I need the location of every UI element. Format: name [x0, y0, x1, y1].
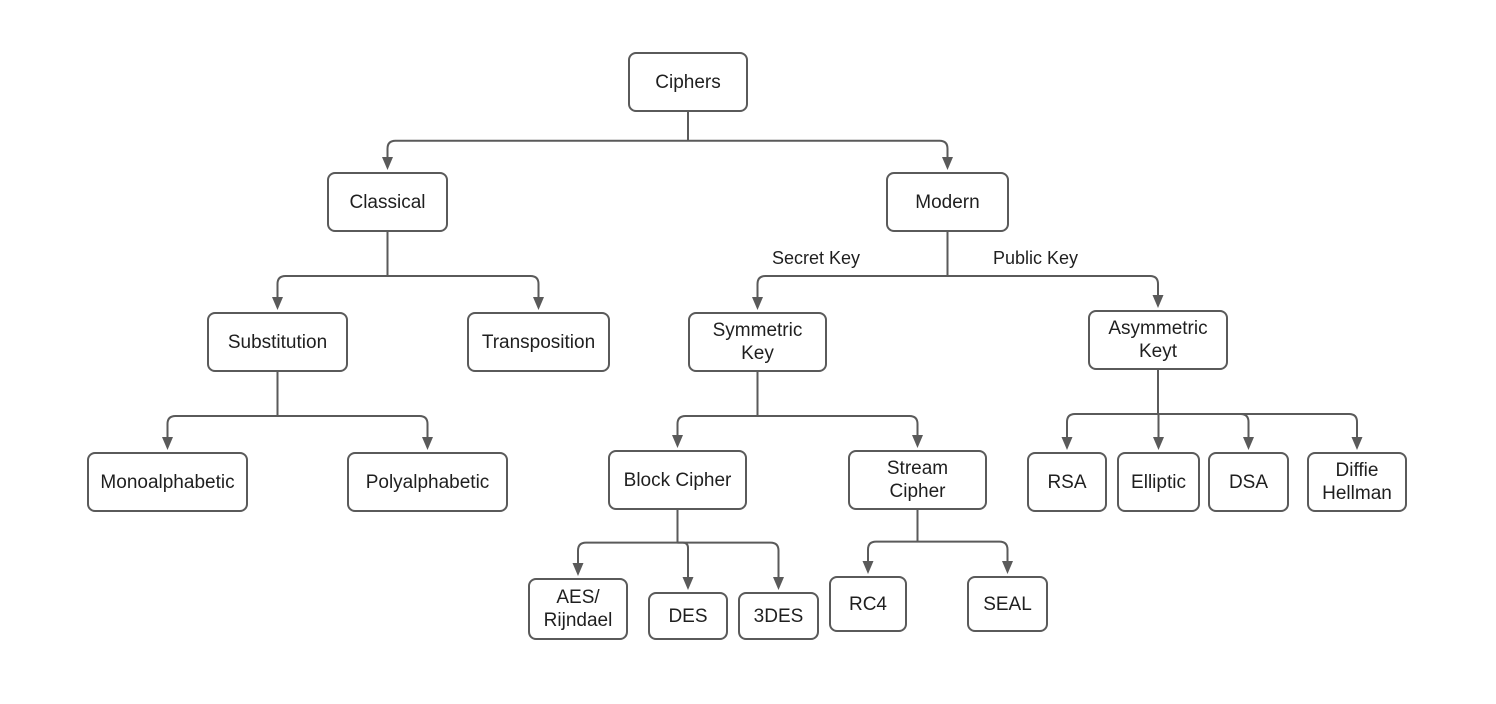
arrowhead-block-to-des	[682, 577, 694, 590]
arrowhead-modern-to-symmetric	[752, 297, 763, 310]
node-asymmetric[interactable]: Asymmetric Keyt	[1088, 310, 1228, 370]
arrowhead-asymmetric-to-diffie	[1351, 437, 1363, 450]
arrowhead-asymmetric-to-rsa	[1061, 437, 1073, 450]
node-substitution[interactable]: Substitution	[207, 312, 348, 372]
connector-substitution-to-polyalphabetic	[277, 415, 429, 437]
node-monoalphabetic[interactable]: Monoalphabetic	[87, 452, 248, 512]
node-ciphers[interactable]: Ciphers	[628, 52, 748, 112]
connector-block-to-3des	[677, 541, 780, 577]
node-rsa[interactable]: RSA	[1027, 452, 1107, 512]
arrowhead-symmetric-to-stream	[912, 435, 923, 448]
arrowhead-substitution-to-polyalphabetic	[422, 437, 433, 450]
arrowhead-stream-to-seal	[1002, 561, 1013, 574]
arrowhead-symmetric-to-block	[672, 435, 683, 448]
node-symmetric[interactable]: Symmetric Key	[688, 312, 827, 372]
arrowhead-asymmetric-to-dsa	[1243, 437, 1254, 450]
connector-asymmetric-to-rsa	[1066, 413, 1158, 437]
connector-ciphers-to-classical	[386, 139, 688, 157]
node-aes[interactable]: AES/ Rijndael	[528, 578, 628, 640]
arrowhead-block-to-aes	[572, 563, 584, 576]
arrowhead-classical-to-transposition	[533, 297, 544, 310]
node-3des[interactable]: 3DES	[738, 592, 819, 640]
connector-block-to-aes	[577, 541, 678, 563]
node-seal[interactable]: SEAL	[967, 576, 1048, 632]
connector-ciphers-to-modern	[688, 139, 949, 157]
node-dsa[interactable]: DSA	[1208, 452, 1289, 512]
arrowhead-block-to-3des	[773, 577, 784, 590]
arrowhead-stream-to-rc4	[862, 561, 874, 574]
arrowhead-ciphers-to-classical	[382, 157, 393, 170]
node-modern[interactable]: Modern	[886, 172, 1009, 232]
node-block[interactable]: Block Cipher	[608, 450, 747, 510]
connector-symmetric-to-stream	[757, 415, 919, 435]
connector-classical-to-transposition	[387, 275, 540, 297]
arrowhead-modern-to-asymmetric	[1152, 295, 1164, 308]
node-polyalphabetic[interactable]: Polyalphabetic	[347, 452, 508, 512]
connector-group	[162, 112, 1363, 590]
edge-label-secret-key: Secret Key	[772, 248, 861, 268]
arrowhead-ciphers-to-modern	[942, 157, 953, 170]
node-des[interactable]: DES	[648, 592, 728, 640]
connector-asymmetric-to-diffie	[1158, 413, 1358, 437]
connector-modern-to-symmetric	[756, 275, 948, 297]
node-transposition[interactable]: Transposition	[467, 312, 610, 372]
connector-substitution-to-monoalphabetic	[166, 415, 278, 437]
node-diffie[interactable]: Diffie Hellman	[1307, 452, 1407, 512]
connector-stream-to-seal	[917, 540, 1009, 561]
node-rc4[interactable]: RC4	[829, 576, 907, 632]
node-stream[interactable]: Stream Cipher	[848, 450, 987, 510]
connector-block-to-des	[677, 541, 689, 577]
connector-asymmetric-to-dsa	[1158, 413, 1250, 437]
arrowhead-classical-to-substitution	[272, 297, 283, 310]
arrowhead-substitution-to-monoalphabetic	[162, 437, 173, 450]
arrowhead-asymmetric-to-elliptic	[1153, 437, 1164, 450]
node-classical[interactable]: Classical	[327, 172, 448, 232]
connector-classical-to-substitution	[276, 275, 388, 297]
node-elliptic[interactable]: Elliptic	[1117, 452, 1200, 512]
connector-modern-to-asymmetric	[947, 275, 1159, 295]
edge-label-public-key: Public Key	[993, 248, 1079, 268]
connector-symmetric-to-block	[676, 415, 758, 435]
connector-stream-to-rc4	[867, 540, 918, 561]
